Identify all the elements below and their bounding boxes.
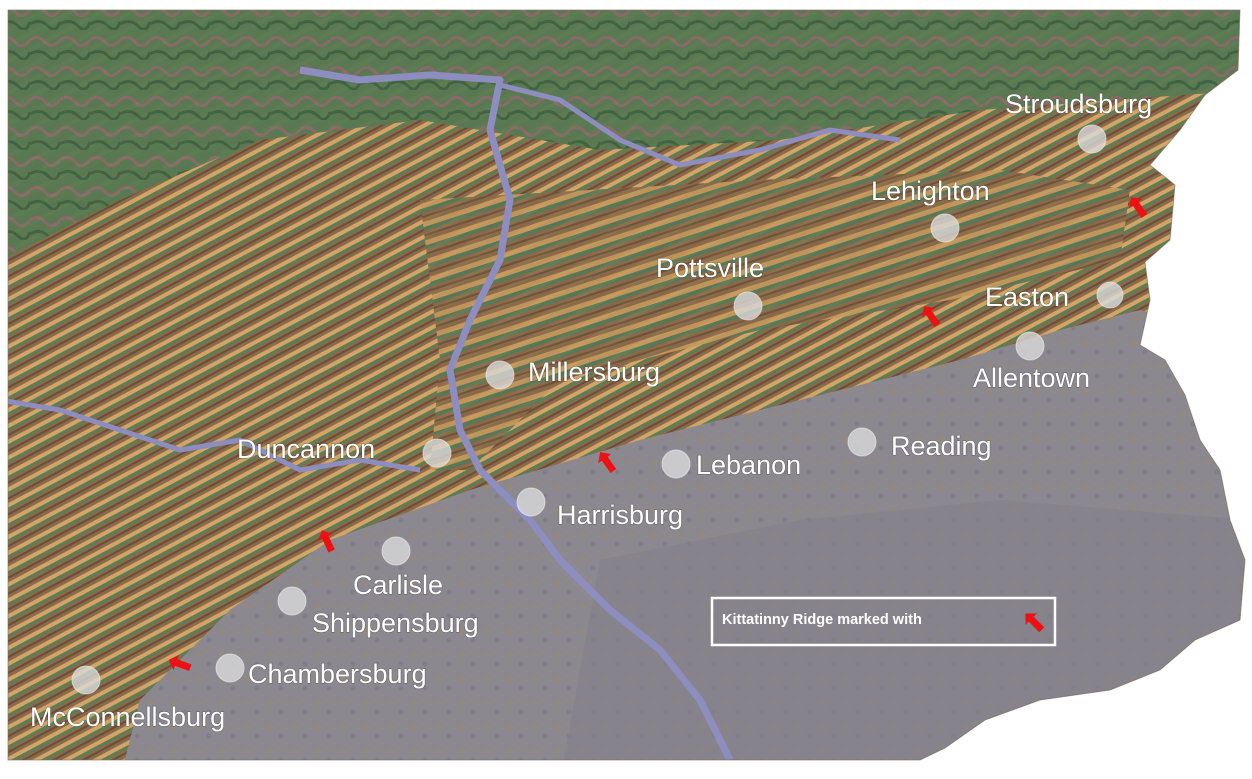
city-dot-duncannon[interactable]	[422, 438, 452, 468]
city-dot-mcconnellsburg[interactable]	[71, 665, 101, 695]
city-dot-stroudsburg[interactable]	[1077, 124, 1107, 154]
city-dot-lebanon[interactable]	[661, 449, 691, 479]
city-label-stroudsburg: Stroudsburg	[1005, 89, 1152, 119]
city-label-chambersburg: Chambersburg	[248, 659, 427, 689]
city-label-pottsville: Pottsville	[656, 253, 764, 283]
red-arrow-icon	[168, 655, 192, 672]
city-label-millersburg: Millersburg	[528, 357, 660, 387]
legend: Kittatinny Ridge marked with	[710, 596, 1057, 647]
red-arrow-icon	[598, 452, 617, 474]
city-dot-harrisburg[interactable]	[516, 487, 546, 517]
city-label-allentown: Allentown	[973, 363, 1090, 393]
legend-box	[710, 596, 1057, 647]
red-arrow-icon	[922, 306, 941, 328]
city-dot-easton[interactable]	[1096, 281, 1124, 309]
city-dot-carlisle[interactable]	[381, 536, 411, 566]
city-label-mcconnellsburg: McConnellsburg	[30, 702, 225, 732]
city-label-easton: Easton	[985, 282, 1069, 312]
legend-text: Kittatinny Ridge marked with	[722, 612, 922, 628]
city-label-carlisle: Carlisle	[353, 570, 443, 600]
city-dot-chambersburg[interactable]	[215, 653, 245, 683]
city-label-harrisburg: Harrisburg	[557, 500, 683, 530]
city-dot-pottsville[interactable]	[733, 291, 763, 321]
red-arrow-icon	[1025, 613, 1045, 633]
city-label-lehighton: Lehighton	[871, 176, 990, 206]
city-label-duncannon: Duncannon	[237, 434, 375, 464]
city-label-lebanon: Lebanon	[696, 450, 801, 480]
city-dot-millersburg[interactable]	[485, 360, 515, 390]
city-dot-reading[interactable]	[847, 427, 877, 457]
city-dot-allentown[interactable]	[1015, 331, 1045, 361]
city-label-reading: Reading	[891, 431, 992, 461]
red-arrow-icon	[318, 530, 335, 553]
city-label-shippensburg: Shippensburg	[312, 608, 479, 638]
ridge-markers	[168, 197, 1148, 672]
city-dot-shippensburg[interactable]	[277, 586, 307, 616]
city-dot-lehighton[interactable]	[930, 213, 960, 243]
red-arrow-icon	[1129, 197, 1148, 219]
